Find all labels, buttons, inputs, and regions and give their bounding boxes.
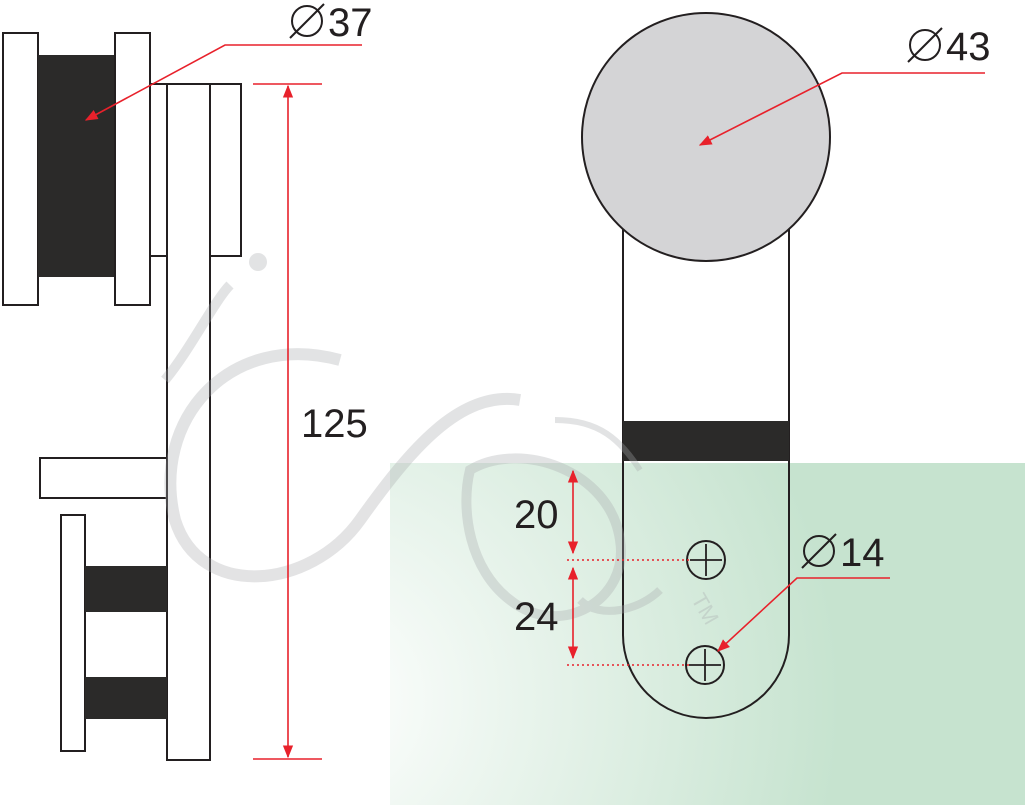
- wheel: [581, 12, 831, 262]
- glass-panel: [390, 463, 1025, 805]
- leader-wheel-diameter: [698, 72, 985, 146]
- clamp-plate: [60, 514, 86, 752]
- height-label: 125: [301, 402, 368, 446]
- diameter-symbol-icon: [289, 3, 325, 39]
- hole-diameter-label: 14: [840, 531, 885, 575]
- clamp-pad-lower: [85, 677, 167, 719]
- diameter-symbol-icon: [907, 27, 943, 63]
- dimension-lines: [84, 44, 985, 760]
- leader-roller-diameter: [84, 44, 362, 121]
- hole-spacing-label: 24: [514, 595, 559, 639]
- gasket-band: [623, 421, 789, 461]
- hole-offset-label: 20: [514, 493, 559, 537]
- stop-arm: [39, 457, 168, 499]
- fixing-hole-upper: [686, 540, 726, 580]
- hanger-top-cap: [209, 83, 242, 257]
- arm-body: [622, 214, 790, 719]
- roller-rubber-tire: [38, 55, 116, 277]
- roller-outer-plate: [2, 32, 39, 306]
- side-view: [2, 32, 242, 761]
- fixing-hole-lower: [685, 645, 725, 685]
- clamp-pad-upper: [85, 566, 167, 612]
- roller-inner-plate: [114, 32, 151, 306]
- spacer-plate: [149, 83, 169, 257]
- hanger-bar: [166, 83, 211, 761]
- wheel-diameter-label: 43: [946, 25, 991, 69]
- diameter-symbol-icon: [801, 533, 837, 569]
- leader-hole-diameter: [717, 577, 890, 652]
- roller-diameter-label: 37: [328, 1, 373, 45]
